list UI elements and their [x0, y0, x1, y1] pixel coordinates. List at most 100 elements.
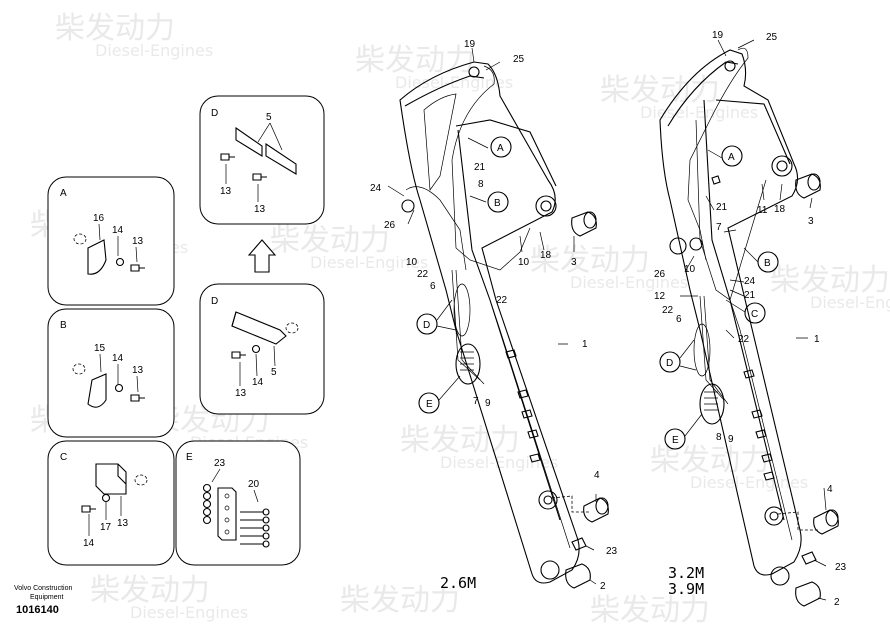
callout: 3 [571, 257, 577, 268]
detail-panel-d-top: D 5 13 13 [199, 95, 325, 225]
callout: 17 [100, 522, 112, 533]
detail-panel-a: A 16 14 13 [47, 176, 175, 306]
callout-letter: B [494, 198, 501, 209]
boom-length: 2.6M [440, 574, 476, 592]
watermark-brand: 柴发动力 [90, 573, 210, 608]
callout: 13 [254, 204, 266, 215]
panel-letter: D [211, 296, 218, 307]
callout: 23 [606, 546, 618, 557]
callout: 9 [485, 398, 491, 409]
callout: 23 [835, 562, 847, 573]
callout-letter: A [728, 152, 735, 163]
callout: 1 [814, 334, 820, 345]
boom-length: 3.2M [668, 564, 704, 582]
watermark-sub: Diesel-Engines [130, 603, 248, 622]
callout: 14 [112, 353, 124, 364]
callout: 14 [83, 538, 95, 549]
arrow-up-icon [247, 239, 277, 273]
callout: 15 [94, 343, 106, 354]
watermark-sub: Diesel-Engines [640, 103, 758, 122]
watermark-sub: Diesel-Engines [440, 453, 558, 472]
callout: 25 [513, 54, 525, 65]
callout: 19 [464, 39, 476, 50]
callout-letter: E [426, 399, 433, 410]
callout: 26 [654, 269, 666, 280]
callout: 26 [384, 220, 396, 231]
callout-letter: B [764, 258, 771, 269]
callout: 25 [766, 32, 778, 43]
detail-panel-d-mid: D 14 5 13 [199, 283, 325, 415]
callout-letter: A [497, 143, 504, 154]
callout: 13 [132, 365, 144, 376]
panel-letter: C [60, 452, 67, 463]
boom-length: 3.9M [668, 580, 704, 598]
watermark-sub: Diesel-Engines [570, 273, 688, 292]
callout: 19 [712, 30, 724, 41]
callout: 4 [827, 484, 833, 495]
callout: 5 [266, 112, 272, 123]
callout: 4 [594, 470, 600, 481]
callout: 13 [220, 186, 232, 197]
watermark-brand: 柴发动力 [55, 11, 175, 46]
watermark-brand: 柴发动力 [770, 263, 890, 298]
callout: 22 [417, 269, 429, 280]
callout: 23 [214, 458, 226, 469]
callout: 20 [248, 479, 260, 490]
callout: 11 [757, 205, 768, 216]
callout: 22 [662, 305, 674, 316]
callout: 18 [540, 250, 552, 261]
callout: 7 [716, 222, 722, 233]
footer-part-number: 1016140 [16, 604, 59, 616]
callout: 22 [738, 334, 750, 345]
callout: 9 [728, 434, 734, 445]
watermark-brand: 柴发动力 [340, 583, 460, 618]
callout-letter: C [751, 309, 758, 320]
callout: 13 [132, 236, 144, 247]
callout: 6 [676, 314, 682, 325]
detail-panel-b: B 15 14 13 [47, 308, 175, 438]
boom-left: A B D E 19 25 24 26 21 8 10 22 6 22 7 9 … [370, 39, 618, 592]
watermark-brand: 柴发动力 [600, 73, 720, 108]
callout: 5 [271, 367, 277, 378]
callout: 21 [744, 290, 756, 301]
callout-letter: D [666, 358, 673, 369]
callout: 1 [582, 339, 588, 350]
watermark-sub: Diesel-Engines [310, 253, 428, 272]
callout: 10 [684, 264, 696, 275]
callout: 10 [406, 257, 418, 268]
watermark-brand: 柴发动力 [355, 43, 475, 78]
watermark-sub: Diesel-Engines [810, 293, 890, 312]
callout: 18 [774, 204, 786, 215]
panel-letter: D [211, 108, 218, 119]
watermark-brand: 柴发动力 [590, 593, 710, 628]
callout: 3 [808, 216, 814, 227]
panel-letter: E [186, 452, 193, 463]
callout-letter: D [423, 320, 430, 331]
callout: 2 [834, 597, 840, 608]
watermark-brand: 柴发动力 [530, 243, 650, 278]
callout: 12 [654, 291, 666, 302]
callout: 8 [716, 432, 722, 443]
callout: 13 [117, 518, 129, 529]
watermark-brand: 柴发动力 [400, 423, 520, 458]
footer-company-sub: Equipment [30, 594, 64, 601]
callout: 14 [252, 377, 264, 388]
callout: 6 [430, 281, 436, 292]
callout: 21 [474, 162, 486, 173]
callout: 8 [478, 179, 484, 190]
callout: 2 [600, 581, 606, 592]
detail-panel-c: C 17 13 14 [47, 440, 175, 566]
callout: 24 [370, 183, 382, 194]
callout: 24 [744, 276, 756, 287]
callout: 16 [93, 213, 105, 224]
callout: 13 [235, 388, 247, 399]
watermark-sub: Diesel-Engines [95, 41, 213, 60]
callout: 14 [112, 225, 124, 236]
footer-company: Volvo Construction [14, 585, 73, 592]
callout: 22 [496, 295, 508, 306]
callout-letter: E [672, 435, 679, 446]
watermark-brand: 柴发动力 [270, 223, 390, 258]
panel-letter: B [60, 320, 67, 331]
panel-letter: A [60, 188, 67, 199]
